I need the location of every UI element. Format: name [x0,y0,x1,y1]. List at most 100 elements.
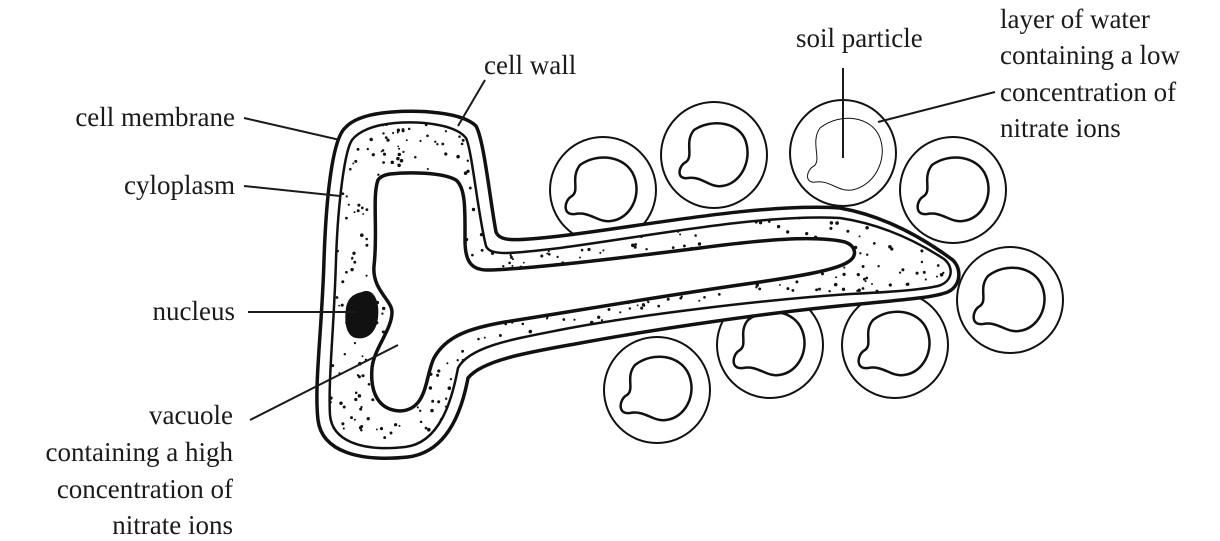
vacuole-label-line-4: nitrate ions [112,510,233,540]
cytoplasm-granule [562,318,565,321]
cytoplasm-granule [889,283,892,286]
cytoplasm-granule [358,394,361,397]
cytoplasm-granule [548,250,550,252]
soil-grain [808,118,883,190]
cytoplasm-granule [885,405,889,409]
cytoplasm-granule [527,144,530,147]
cytoplasm-granule [862,265,865,268]
cytoplasm-granule [934,416,937,419]
cytoplasm-granule [955,347,958,350]
cytoplasm-granule [883,398,885,400]
cytoplasm-granule [539,173,543,177]
cytoplasm-granule [609,432,612,435]
cytoplasm-granule [590,406,592,408]
cytoplasm-granule [382,307,385,310]
cytoplasm-granule [640,307,643,310]
cytoplasm-granule [394,423,397,426]
cytoplasm-granule [654,149,657,152]
cytoplasm-granule [710,434,712,436]
cytoplasm-granule [889,208,892,211]
cytoplasm-granule [905,421,908,424]
cytoplasm-granule [402,129,405,132]
cytoplasm-granule [838,448,841,451]
cytoplasm-leader [244,186,340,196]
cytoplasm-granule [817,392,819,394]
cytoplasm-granule [479,438,482,441]
cytoplasm-granule [916,272,919,275]
cytoplasm-granule [535,421,538,424]
cytoplasm-granule [461,350,464,353]
cytoplasm-granule [634,243,637,246]
cytoplasm-granule [828,354,831,357]
cytoplasm-granule [516,371,519,374]
cytoplasm-granule [441,143,444,146]
cytoplasm-granule [865,277,868,280]
cytoplasm-granule [503,174,506,177]
cytoplasm-granule [546,317,548,319]
cytoplasm-granule [648,117,651,120]
cytoplasm-granule [508,262,511,265]
cytoplasm-granule [338,305,340,307]
cytoplasm-granule [464,171,468,175]
cytoplasm-granule [402,151,404,153]
cytoplasm-granule [870,399,873,402]
cytoplasm-granule [725,389,727,391]
cytoplasm-granule [489,151,493,155]
cytoplasm-granule [685,332,688,335]
cytoplasm-granule [818,288,821,291]
cytoplasm-granule [929,407,931,409]
cytoplasm-granule [949,316,952,319]
cytoplasm-granule [420,421,423,424]
cytoplasm-granule [362,213,364,215]
cytoplasm-granule [875,290,878,293]
cytoplasm-granule [491,252,494,255]
cytoplasm-granule [414,156,417,159]
cytoplasm-granule [585,382,588,385]
cytoplasm-granule [437,369,440,372]
water-layer-label-line-2: containing a low [1000,40,1180,70]
cytoplasm-granule [862,417,864,419]
cytoplasm-granule [906,283,909,286]
cytoplasm-granule [896,138,899,141]
cytoplasm-granule [727,408,730,411]
cytoplasm-granule [879,207,882,210]
cytoplasm-granule [712,209,715,212]
cytoplasm-granule [545,211,548,214]
cytoplasm-granule [527,118,529,120]
cytoplasm-granule [555,406,557,408]
cytoplasm-granule [717,414,720,417]
cytoplasm-granule [936,276,938,278]
cytoplasm-granule [548,253,551,256]
cytoplasm-granule [732,393,735,396]
cytoplasm-granule [514,365,517,368]
cytoplasm-granule [814,431,816,433]
cytoplasm-granule [657,305,660,308]
cytoplasm-granule [609,442,612,445]
cytoplasm-granule [924,400,927,403]
cytoplasm-granule [336,250,339,253]
cytoplasm-granule [452,431,454,433]
cytoplasm-granule [956,130,958,132]
cytoplasm-granule [936,129,938,131]
cytoplasm-granule [871,435,873,437]
cytoplasm-granule [611,448,614,451]
cytoplasm-granule [397,145,399,147]
cytoplasm-granule [744,418,747,421]
cytoplasm-granule [703,296,706,299]
cytoplasm-granule [496,147,499,150]
cytoplasm-granule [834,418,836,420]
cytoplasm-granule [933,411,936,414]
cytoplasm-granule [543,368,546,371]
cytoplasm-granule [874,414,877,417]
cytoplasm-granule [857,273,860,276]
cytoplasm-granule [835,276,837,278]
soil-particle-label: soil particle [796,23,923,53]
cytoplasm-granule [833,372,836,375]
cytoplasm-granule [571,412,574,415]
cytoplasm-granule [788,447,790,449]
cytoplasm-granule [419,140,421,142]
cytoplasm-granule [445,441,448,444]
cell-membrane-leader [244,118,340,140]
cytoplasm-granule [773,445,776,448]
soil-particle [661,102,767,208]
